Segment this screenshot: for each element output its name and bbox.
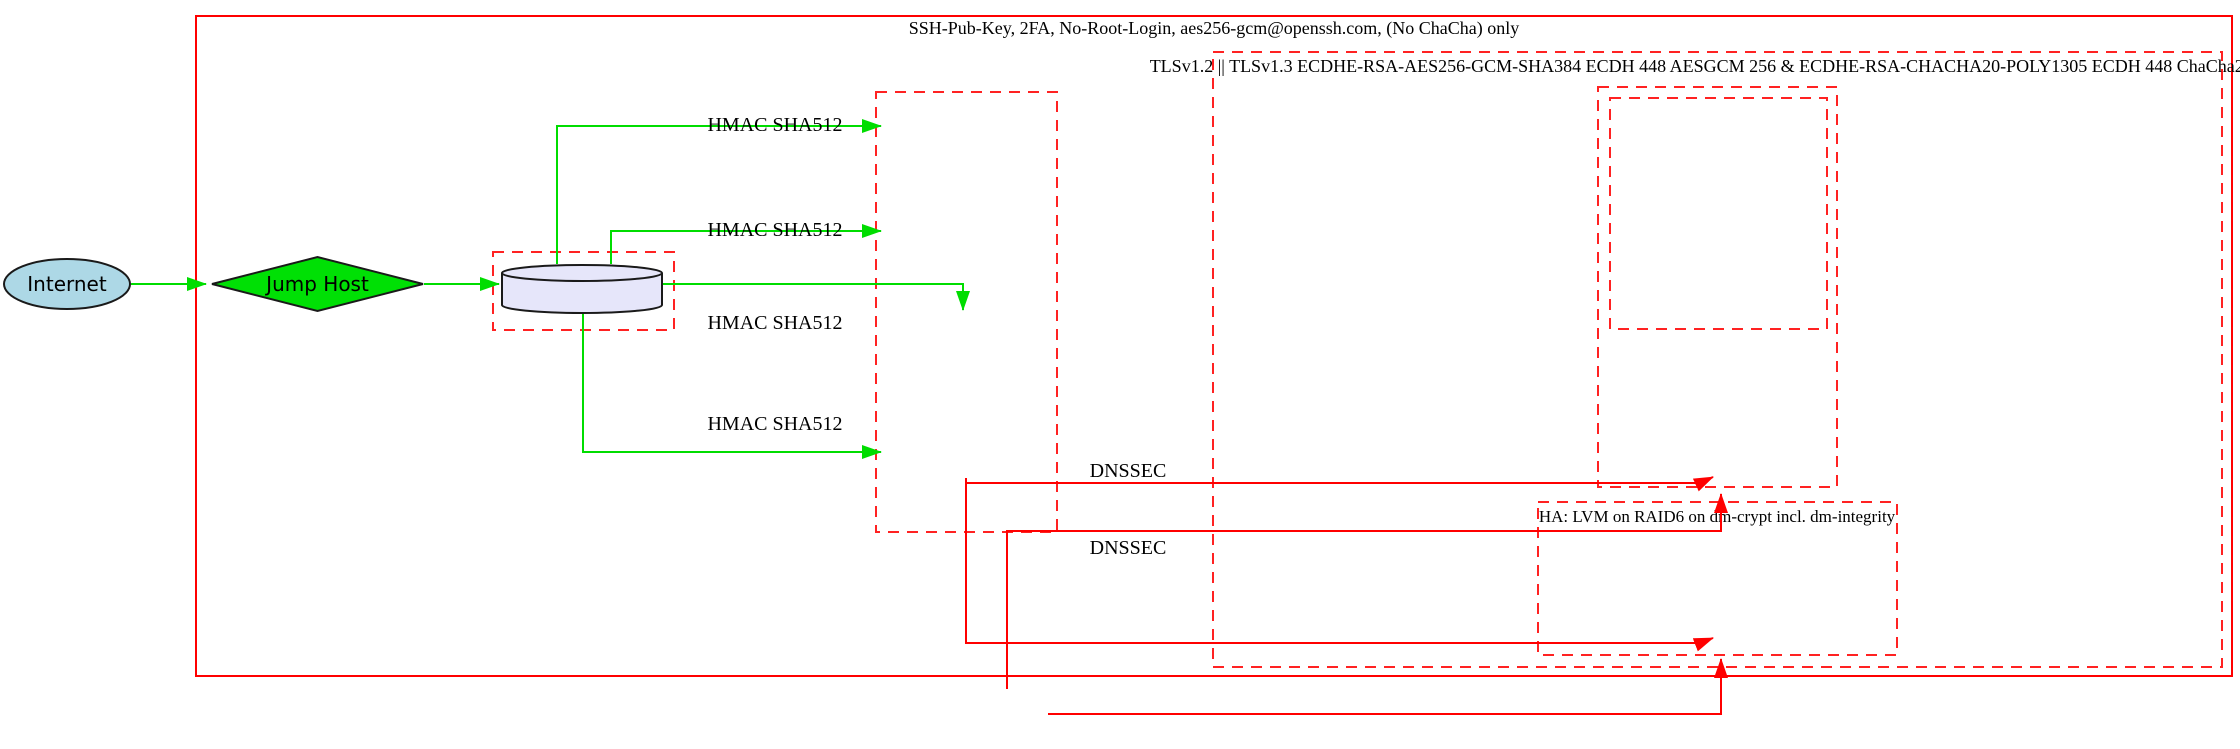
edge-hidden-master-to-ns01-label: HMAC SHA512 (707, 312, 842, 334)
edge-hidden-master-to-ns00-line (582, 314, 882, 459)
edge-tls-https-to-ha (1048, 658, 1728, 715)
internet-label: Internet (27, 272, 107, 296)
cluster-nameserver-zone-border (875, 91, 1058, 533)
edge-ns00-to-coresecret-dnssec: DNSSEC (965, 460, 1714, 492)
edge-hidden-master-to-ns01-line (662, 283, 970, 311)
edge-tls-https-to-coresecret (1006, 493, 1728, 689)
hidden-master-shape (501, 264, 663, 314)
cluster-ssh-perimeter: SSH-Pub-Key, 2FA, No-Root-Login, aes256-… (195, 15, 2233, 677)
cluster-coresecret-zone-border (1597, 86, 1838, 488)
edge-ns00-to-ha-dnssec: DNSSEC (965, 483, 1714, 652)
cluster-coresecret-inner-zone (1609, 97, 1828, 330)
edge-tls-https-to-ha-line (1048, 658, 1728, 715)
cluster-ssh-perimeter-border (195, 15, 2233, 677)
cluster-nameserver-zone (875, 91, 1058, 533)
edge-hidden-master-to-ns03-label: HMAC SHA512 (707, 114, 842, 136)
edge-hidden-master-to-ns00-label: HMAC SHA512 (707, 413, 842, 435)
edge-hidden-master-to-ns01: HMAC SHA512 (662, 283, 970, 334)
edge-ns00-to-ha-dnssec-line (965, 483, 1714, 652)
cluster-ssh-perimeter-label: SSH-Pub-Key, 2FA, No-Root-Login, aes256-… (909, 18, 1520, 39)
edge-ns00-to-coresecret-dnssec-line (965, 476, 1714, 492)
cluster-ha-zone: HA: LVM on RAID6 on dm-crypt incl. dm-in… (1537, 501, 1898, 656)
node-hidden-master (501, 264, 663, 314)
edge-hidden-master-to-ns02: HMAC SHA512 (610, 219, 882, 264)
edge-ns00-to-coresecret-dnssec-label: DNSSEC (1090, 460, 1167, 482)
edge-hidden-master-to-ns02-line (610, 224, 882, 264)
node-jump-host: Jump Host (211, 255, 424, 313)
edge-hidden-master-to-ns02-label: HMAC SHA512 (707, 219, 842, 241)
edge-tls-https-to-coresecret-line (1006, 493, 1728, 689)
jump-host-shape (211, 255, 424, 313)
cluster-tls-zone-label: TLSv1.2 || TLSv1.3 ECDHE-RSA-AES256-GCM-… (1150, 56, 2240, 76)
cluster-coresecret-zone (1597, 86, 1838, 488)
edge-hidden-master-to-ns00: HMAC SHA512 (582, 314, 882, 459)
edge-ns00-to-ha-dnssec-label: DNSSEC (1090, 537, 1167, 559)
jump-host-label: Jump Host (264, 272, 369, 296)
hidden-master-cap (501, 272, 663, 282)
edge-hidden-master-to-ns03-line (556, 119, 882, 264)
cluster-coresecret-inner-zone-border (1609, 97, 1828, 330)
edge-hidden-master-to-ns03: HMAC SHA512 (556, 114, 882, 264)
cluster-tls-zone: TLSv1.2 || TLSv1.3 ECDHE-RSA-AES256-GCM-… (1150, 51, 2240, 668)
cluster-tls-zone-border (1212, 51, 2223, 668)
node-internet: Internet (3, 258, 131, 310)
cluster-ha-zone-label: HA: LVM on RAID6 on dm-crypt incl. dm-in… (1539, 507, 1896, 526)
internet-shape (3, 258, 131, 310)
